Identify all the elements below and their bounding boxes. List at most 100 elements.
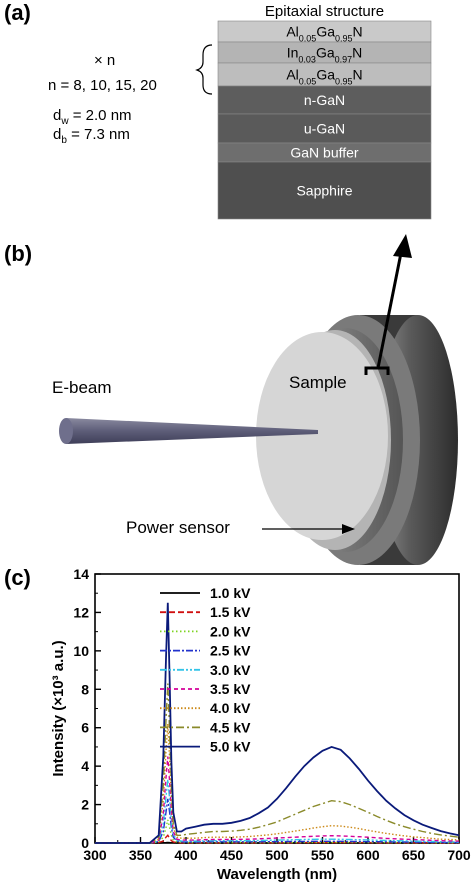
layer-label-part: N (353, 67, 363, 83)
axis-ticks: 300 350 400 450 500 550 600 650 700 0 2 4 6 8 10 12 14 (73, 566, 470, 863)
layer-label-part: u-GaN (304, 121, 345, 137)
y-tick-label: 8 (81, 681, 89, 697)
sample-disk (256, 332, 388, 540)
barrier-thickness-value: = 7.3 nm (66, 126, 130, 143)
y-tick-label: 10 (73, 643, 89, 659)
y-tick-label: 14 (73, 566, 89, 582)
layer-label-part: In (287, 45, 299, 61)
series-line-4.5-kV (95, 683, 460, 844)
cl-spectrum-chart: 300 350 400 450 500 550 600 650 700 0 2 4 6 8 10 12 14 1… (50, 566, 471, 883)
well-thickness-symbol: d (53, 107, 62, 124)
layer-label-5: GaN buffer (290, 145, 359, 161)
plot-frame (94, 573, 460, 844)
layer-label-part: Ga (316, 24, 335, 40)
legend-label: 5.0 kV (210, 739, 251, 755)
panel-c-label: (c) (4, 565, 31, 590)
series-line-3.0-kV (95, 779, 460, 844)
well-thickness-subscript: w (61, 116, 69, 127)
x-tick-label: 600 (356, 847, 380, 863)
layer-label-part: 0.05 (299, 77, 317, 87)
layer-label-part: n-GaN (304, 92, 345, 108)
period-multiplier: × n (94, 52, 116, 69)
x-tick-label: 700 (447, 847, 471, 863)
sensor-pointer-head (342, 524, 355, 534)
layer-label-part: N (352, 45, 362, 61)
stack-title-box (218, 1, 431, 21)
x-tick-label: 300 (83, 847, 107, 863)
zoom-arrowhead (393, 234, 412, 258)
layer-label-part: GaN buffer (290, 145, 359, 161)
y-tick-label: 2 (81, 797, 89, 813)
layer-label-part: N (353, 24, 363, 40)
setup-illustration (59, 234, 458, 565)
ebeam-cone (66, 418, 318, 444)
layer-label-part: 0.03 (298, 55, 316, 65)
series-line-5.0-kV (95, 602, 460, 844)
chart-legend: 1.0 kV 1.5 kV 2.0 kV 2.5 kV 3.0 kV 3.5 kV 4.0 … (160, 585, 251, 755)
layer-label-0: Al0.05Ga0.95N (286, 24, 362, 44)
x-tick-label: 500 (265, 847, 289, 863)
layer-label-1: In0.03Ga0.97N (287, 45, 363, 65)
y-tick-label: 12 (73, 604, 89, 620)
well-thickness-value: = 2.0 nm (68, 107, 132, 124)
ebeam-label: E-beam (52, 378, 112, 397)
y-tick-label: 4 (81, 758, 89, 774)
x-tick-label: 350 (129, 847, 153, 863)
y-axis-label: Intensity (×10³ a.u.) (50, 640, 67, 776)
legend-label: 3.5 kV (210, 681, 251, 697)
layer-label-2: Al0.05Ga0.95N (286, 67, 362, 87)
barrier-thickness-symbol: d (53, 126, 62, 143)
x-tick-label: 400 (174, 847, 198, 863)
legend-label: 4.5 kV (210, 719, 251, 735)
layer-label-part: Sapphire (296, 183, 352, 199)
ebeam-base (59, 418, 73, 444)
thickness-bracket (364, 366, 390, 375)
zoom-arrow (376, 247, 404, 369)
layer-label-part: Ga (316, 67, 335, 83)
layer-label-part: Ga (316, 45, 335, 61)
power-sensor-label: Power sensor (126, 518, 230, 537)
series-line-3.5-kV (95, 756, 460, 844)
layer-4 (217, 113, 432, 144)
legend-label: 3.0 kV (210, 662, 251, 678)
y-tick-label: 0 (81, 835, 89, 851)
legend-label: 2.5 kV (210, 643, 251, 659)
well-thickness: dw = 2.0 nm (53, 107, 132, 127)
x-tick-label: 650 (402, 847, 426, 863)
y-tick-label: 6 (81, 720, 89, 736)
x-tick-label: 450 (220, 847, 244, 863)
panel-a-label: (a) (4, 0, 31, 25)
layer-label-part: 0.95 (335, 34, 353, 44)
plot-border (94, 573, 460, 844)
layer-3 (217, 85, 432, 115)
series-line-4.0-kV (95, 723, 460, 844)
layer-label-part: Al (286, 67, 298, 83)
panel-b-label: (b) (4, 241, 33, 266)
stack-title: Epitaxial structure (265, 3, 384, 20)
layer-label-part: 0.95 (335, 77, 353, 87)
layer-label-part: 0.97 (335, 55, 353, 65)
legend-label: 1.5 kV (210, 604, 251, 620)
legend-label: 2.0 kV (210, 623, 251, 639)
period-brace (195, 44, 213, 95)
layer-label-6: Sapphire (296, 183, 352, 199)
series-line-1.5-kV (95, 834, 459, 844)
barrier-thickness-subscript: b (61, 135, 67, 146)
period-values: n = 8, 10, 15, 20 (48, 77, 157, 94)
series-line-2.0-kV (95, 819, 459, 844)
layer-6 (217, 161, 432, 220)
stack-layers: Epitaxial structureAl0.05Ga0.95NIn0.03Ga… (217, 1, 432, 220)
legend-label: 1.0 kV (210, 585, 251, 601)
layer-label-3: n-GaN (304, 92, 345, 108)
x-tick-label: 550 (311, 847, 335, 863)
series-line-2.5-kV (95, 798, 459, 844)
x-axis-label: Wavelength (nm) (217, 866, 337, 883)
layer-label-part: Al (286, 24, 298, 40)
barrier-thickness: db = 7.3 nm (53, 126, 130, 146)
layer-label-part: 0.05 (299, 34, 317, 44)
sample-label: Sample (289, 373, 347, 392)
layer-label-4: u-GaN (304, 121, 345, 137)
legend-label: 4.0 kV (210, 700, 251, 716)
series-lines (95, 602, 460, 844)
epitaxial-stack-diagram: Epitaxial structureAl0.05Ga0.95NIn0.03Ga… (195, 1, 432, 220)
